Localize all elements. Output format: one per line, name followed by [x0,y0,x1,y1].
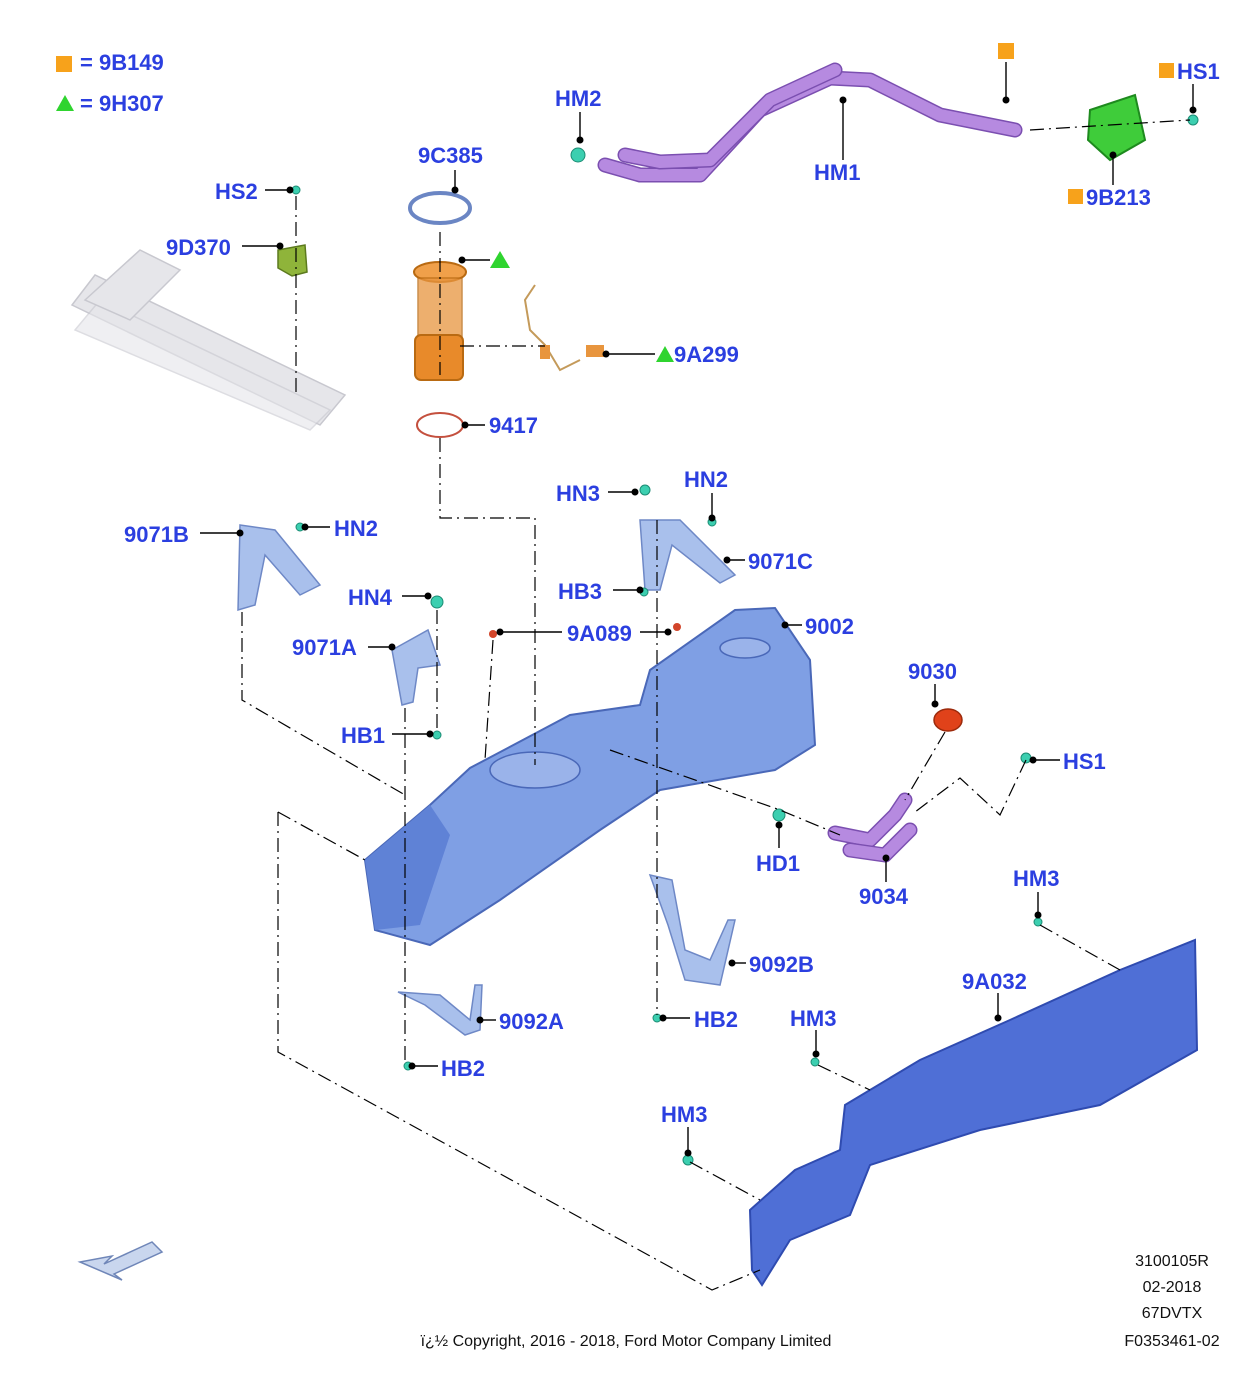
label-hm3-a: HM3 [1013,866,1059,891]
legend-square-marker [56,56,72,72]
legend-square-text: = 9B149 [80,50,164,75]
fuel-cap-9030 [933,708,963,732]
lock-ring-9c385 [408,191,472,225]
label-9a089: 9A089 [567,621,632,646]
square-marker-hs1 [1159,63,1174,78]
label-9b213: 9B213 [1086,185,1151,210]
fuel-filler-pipe [597,62,1023,183]
label-hm3-c: HM3 [661,1102,707,1127]
strap-9092b [648,873,736,986]
legend: = 9B149 = 9H307 [56,50,164,116]
callout-labels: HM2 HM1 HS1 9B213 9C385 HS2 9D370 9A299 … [124,59,1220,1127]
direction-arrow-icon [77,1241,164,1281]
label-9a299: 9A299 [674,342,739,367]
copyright-notice: ï¿½ Copyright, 2016 - 2018, Ford Motor C… [421,1333,832,1350]
alignment-lines [241,119,1191,1291]
leader-lines [200,62,1197,1157]
strap-9092a [397,984,483,1036]
info-block: 3100105R 02-2018 67DVTX F0353461-02 [1124,1253,1219,1350]
label-9417: 9417 [489,413,538,438]
label-9071a: 9071A [292,635,357,660]
label-hb3: HB3 [558,579,602,604]
label-hn3: HN3 [556,481,600,506]
label-9030: 9030 [908,659,957,684]
legend-triangle-text: = 9H307 [80,91,164,116]
legend-triangle-marker [56,95,74,111]
label-9a032: 9A032 [962,969,1027,994]
frame-rail [70,249,347,431]
info-line-3: 67DVTX [1142,1305,1203,1322]
triangle-marker-9a299 [656,346,674,362]
label-hd1: HD1 [756,851,800,876]
fuel-tank-9002 [363,606,817,947]
label-hm3-b: HM3 [790,1006,836,1031]
label-9092b: 9092B [749,952,814,977]
bracket-9d370 [277,244,308,277]
level-sensor-9a299 [523,284,604,372]
seal-9417 [416,412,464,438]
heat-shield-9a032 [748,938,1199,1287]
label-hs1-mid: HS1 [1063,749,1106,774]
filler-tube-9034 [827,792,918,863]
label-hb2-mid: HB2 [694,1007,738,1032]
label-hs2: HS2 [215,179,258,204]
label-hb1: HB1 [341,723,385,748]
triangle-marker-pump [490,251,510,268]
callout-markers [490,43,1174,362]
label-hn2-right: HN2 [684,467,728,492]
label-hm1: HM1 [814,160,860,185]
square-marker-filler [998,43,1014,59]
label-9034: 9034 [859,884,909,909]
info-line-1: 3100105R [1135,1253,1209,1270]
label-9d370: 9D370 [166,235,231,260]
label-9c385: 9C385 [418,143,483,168]
label-9002: 9002 [805,614,854,639]
label-hn4: HN4 [348,585,393,610]
bracket-9071a [391,628,442,706]
label-9071c: 9071C [748,549,813,574]
label-9092a: 9092A [499,1009,564,1034]
label-9071b: 9071B [124,522,189,547]
bracket-9071b [237,524,322,612]
info-line-2: 02-2018 [1143,1279,1202,1296]
clip-hm2 [570,147,586,163]
square-marker-9b213 [1068,189,1083,204]
info-line-4: F0353461-02 [1124,1333,1219,1350]
label-hm2: HM2 [555,86,601,111]
label-hb2-left: HB2 [441,1056,485,1081]
bracket-9071c [639,519,737,591]
label-hn2-left: HN2 [334,516,378,541]
filler-housing-9b213 [1086,93,1147,162]
label-hs1-top: HS1 [1177,59,1220,84]
